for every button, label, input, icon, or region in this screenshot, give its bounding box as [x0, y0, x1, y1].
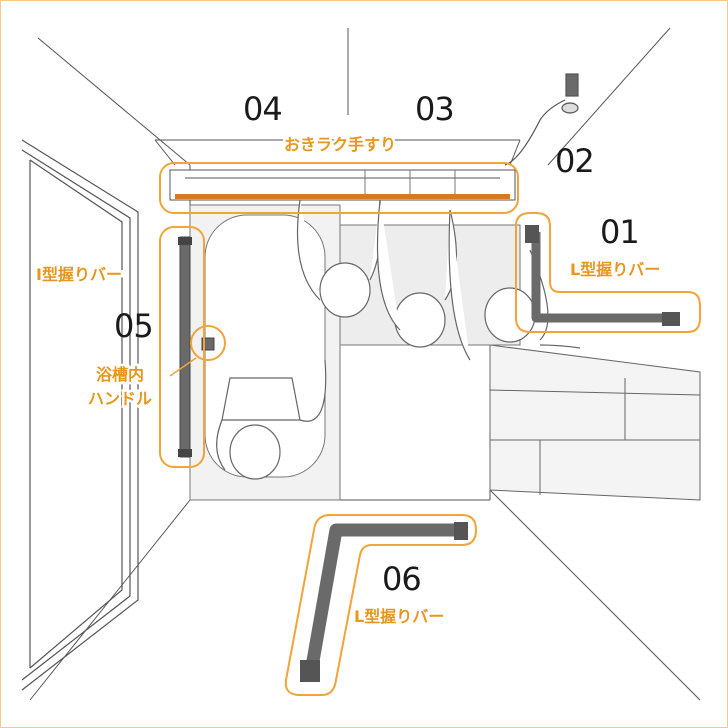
label-handle-line1: 浴槽内: [96, 365, 144, 384]
highlight-01: [515, 212, 701, 333]
label-05: I型握りバー: [36, 265, 122, 284]
highlight-06: [284, 514, 478, 696]
handrail-05: [178, 236, 192, 458]
number-01: 01: [600, 213, 639, 251]
shower: [504, 73, 579, 166]
label-06: L型握りバー: [354, 607, 444, 626]
label-01: L型握りバー: [570, 260, 660, 279]
number-02: 02: [555, 142, 594, 180]
labels: おきラク手すり L型握りバー I型握りバー 浴槽内 ハンドル L型握りバー: [34, 133, 663, 629]
window: [21, 139, 139, 691]
label-handle-line2: ハンドル: [88, 389, 152, 408]
number-06: 06: [382, 560, 421, 598]
handrail-06: [300, 522, 468, 682]
label-04: おきラク手すり: [284, 135, 396, 154]
highlight-05: [159, 226, 205, 468]
highlight-04: [159, 162, 519, 214]
number-04: 04: [243, 90, 282, 128]
people: [216, 199, 581, 480]
handrail-04: [169, 169, 516, 201]
leader-line: [169, 357, 197, 377]
highlight-tub-handle: [190, 325, 226, 361]
floor: [489, 344, 701, 501]
highlights: [159, 162, 701, 696]
handrail-01: [525, 225, 680, 326]
number-03: 03: [415, 90, 454, 128]
number-05: 05: [114, 307, 153, 345]
